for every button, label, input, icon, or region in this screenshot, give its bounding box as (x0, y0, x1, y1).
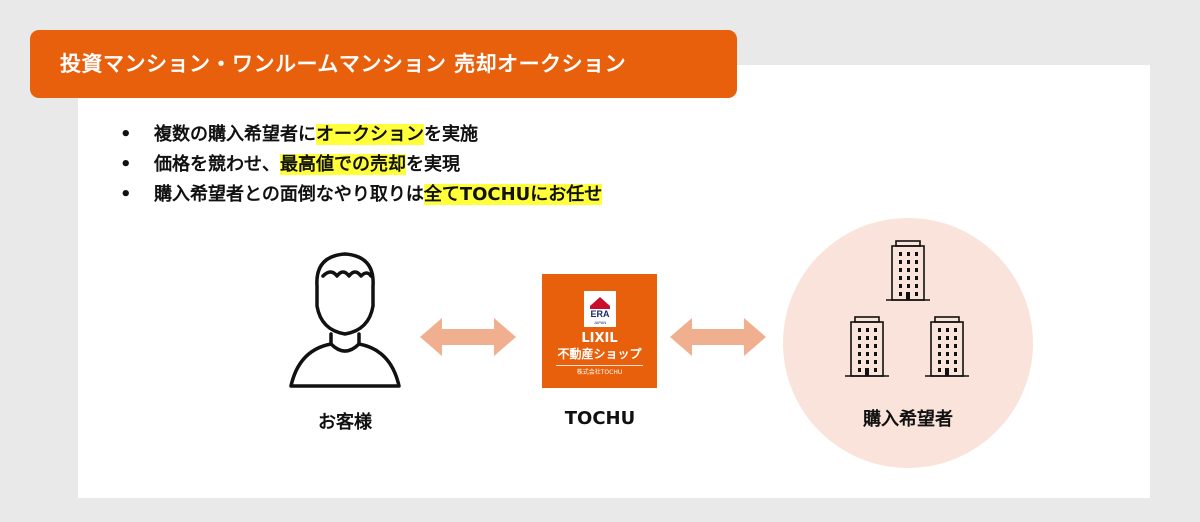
double-arrow-icon (420, 318, 516, 356)
buyers-label: 購入希望者 (863, 409, 953, 430)
building-icon (845, 316, 889, 377)
buyers-circle (783, 218, 1033, 468)
feature-list: •複数の購入希望者にオークションを実施 •価格を競わせ、最高値での売却を実現 •… (120, 122, 603, 212)
list-item: •複数の購入希望者にオークションを実施 (120, 124, 478, 145)
list-item: •購入希望者との面倒なやり取りは全てTOCHUにお任せ (120, 184, 603, 205)
svg-text:ERA: ERA (590, 309, 610, 319)
highlight: オークション (316, 124, 424, 145)
highlight: 最高値での売却 (280, 154, 406, 175)
buildings-group (845, 240, 969, 377)
highlight: 全てTOCHUにお任せ (423, 184, 603, 205)
building-icon (925, 316, 969, 377)
person-icon (289, 252, 401, 388)
double-arrow-icon (670, 318, 766, 356)
customer-label: お客様 (318, 412, 372, 433)
list-item: •価格を競わせ、最高値での売却を実現 (120, 154, 460, 175)
building-icon (886, 240, 930, 301)
svg-text:JAPAN: JAPAN (594, 320, 607, 325)
page-title: 投資マンション・ワンルームマンション 売却オークション (30, 30, 737, 98)
tochu-label: TOCHU (564, 408, 636, 429)
